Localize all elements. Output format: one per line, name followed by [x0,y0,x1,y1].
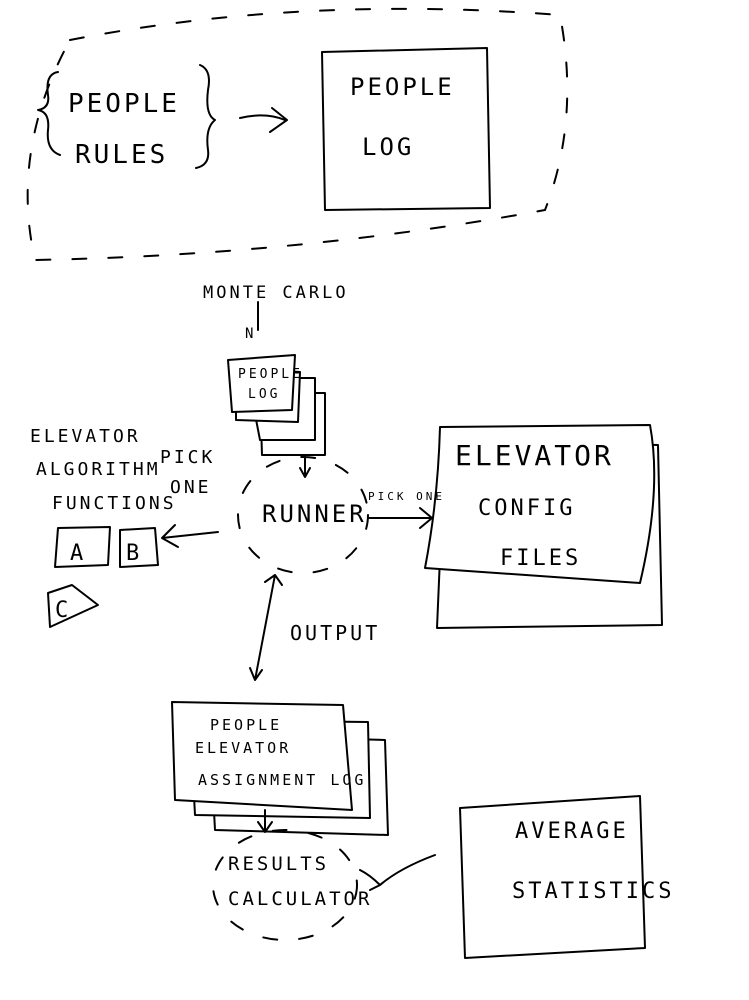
config-files-node: ELEVATOR CONFIG FILES [424,424,663,629]
arrow-runner-to-config [367,507,433,529]
monte-carlo-n: N [245,326,256,342]
config-title-2: CONFIG [478,496,575,521]
runner-ellipse [237,456,369,574]
algorithm-a: A [70,541,86,566]
arrow-rules-to-log [239,107,288,133]
algorithm-b: B [126,541,142,566]
algorithms-pick-2: ONE [170,477,212,498]
arrow-stack-to-runner [299,454,311,478]
config-title-3: FILES [500,546,581,571]
statistics-line2: STATISTICS [512,879,674,904]
output-label: OUTPUT [290,621,380,645]
assignment-log-line2: ELEVATOR [195,739,291,757]
algorithms-title-2: ALGORITHM [36,459,161,480]
left-brace [37,71,61,156]
people-rules-line2: RULES [75,140,168,170]
stack-label-line1: PEOPLE [238,367,303,382]
results-ellipse [212,829,358,941]
people-log-stack-front [227,354,296,413]
algorithms-title-1: ELEVATOR [30,426,141,447]
people-log-stack: PEOPLE LOG [227,354,326,456]
algorithms-pick-1: PICK [160,447,215,468]
people-log-box [321,47,491,211]
algorithms-group: ELEVATOR ALGORITHM FUNCTIONS PICK ONE A … [30,426,215,628]
people-log-node: PEOPLE LOG [321,47,491,211]
people-rules-line1: PEOPLE [68,89,180,119]
config-files-box [424,424,656,584]
algorithms-title-3: FUNCTIONS [52,493,177,514]
assignment-log-stack: PEOPLE ELEVATOR ASSIGNMENT LOG [171,701,389,836]
people-rules-node: PEOPLE RULES [37,64,216,170]
config-pick-label: PICK ONE [368,490,445,503]
top-group-boundary [26,7,569,262]
right-brace [195,64,216,169]
people-log-line1: PEOPLE [350,73,455,101]
people-log-line2: LOG [362,133,414,161]
assignment-log-line3: ASSIGNMENT LOG [198,771,366,789]
arrow-log-to-results [257,809,273,833]
arrow-results-to-statistics [359,854,436,891]
results-line1: RESULTS [228,853,329,875]
statistics-node: AVERAGE STATISTICS [459,795,674,959]
algorithm-c: C [55,598,71,623]
config-title-1: ELEVATOR [455,439,614,472]
assignment-log-box [171,701,353,811]
monte-carlo-label: MONTE CARLO [203,283,349,303]
statistics-line1: AVERAGE [515,819,629,844]
assignment-log-line1: PEOPLE [210,716,282,734]
runner-label: RUNNER [262,500,367,528]
arrow-runner-to-algorithms [161,524,219,548]
results-line2: CALCULATOR [228,888,372,910]
stack-label-line2: LOG [248,387,280,402]
arrow-runner-output [249,574,283,681]
